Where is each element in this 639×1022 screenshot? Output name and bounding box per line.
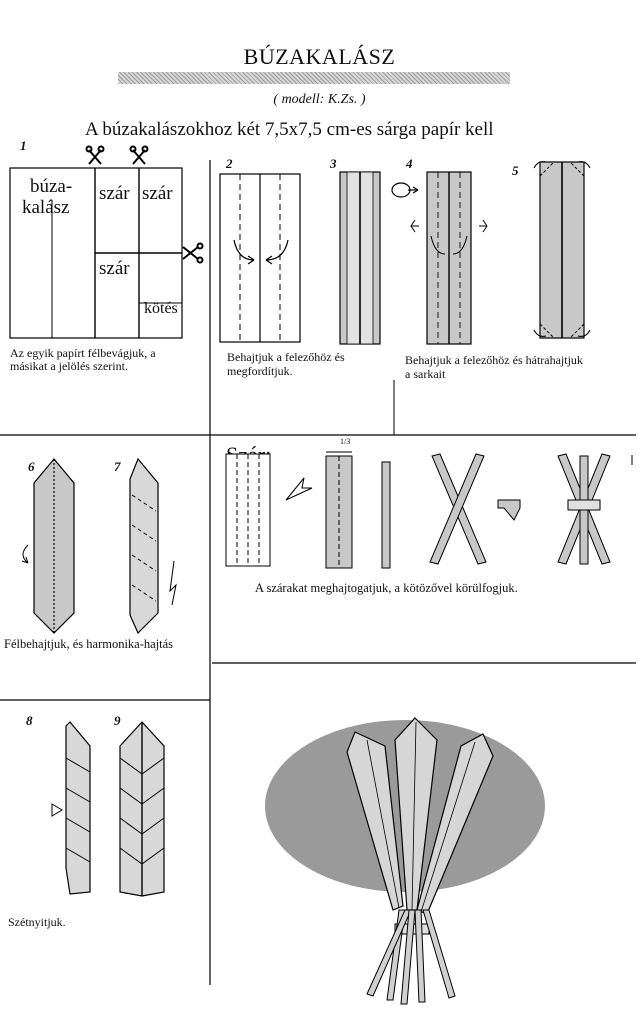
stem-fold-diagram [225, 451, 611, 569]
caption-step-2-line2: megfordítjuk. [227, 364, 293, 378]
step-number-1: 1 [20, 138, 27, 153]
model-credit: ( modell: K.Zs. ) [273, 92, 366, 107]
step-number-9: 9 [114, 713, 121, 728]
caption-step-2-line1: Behajtjuk a felezőhöz és [227, 350, 345, 364]
szar-caption: A szárakat meghajtogatjuk, a kötözővel k… [255, 581, 518, 595]
scissors-icon [129, 145, 149, 165]
step-number-6: 6 [28, 459, 35, 474]
label-kotes: kötés [144, 300, 178, 317]
title-underline-bar [118, 72, 510, 84]
caption-step-4-line2: a sarkait [405, 367, 446, 381]
step-number-3: 3 [330, 156, 337, 171]
caption-step-6: Félbehajtjuk, és harmonika-hajtás [4, 637, 174, 651]
fold-step-2-diagram [219, 173, 301, 343]
scissors-icon [85, 145, 105, 165]
caption-step-8: Szétnyitjuk. [8, 915, 66, 929]
step-number-2: 2 [226, 156, 233, 171]
label-szar-3: szár [99, 258, 130, 279]
step-number-4: 4 [406, 156, 413, 171]
caption-step-4-line1: Behajtjuk a felezőhöz és hátrahajtjuk [405, 353, 583, 367]
fold-step-8-diagram [51, 721, 91, 895]
fold-step-3-diagram [339, 171, 381, 345]
caption-step-1-line2: másikat a jelölés szerint. [10, 359, 128, 373]
fraction-label: 1/3 [340, 437, 351, 446]
cut-diagram [9, 145, 204, 339]
paper-instruction: A búzakalászokhoz két 7,5x7,5 cm-es sárg… [85, 119, 494, 140]
fold-step-6-diagram [21, 458, 75, 634]
caption-step-1-line1: Az egyik papírt félbevágjuk, a [10, 346, 156, 360]
step-number-7: 7 [114, 459, 121, 474]
label-kalasz: kalász [22, 197, 70, 218]
turn-over-icon [391, 182, 419, 198]
fold-step-4-diagram [410, 171, 488, 345]
scissors-icon [182, 242, 204, 264]
label-szar-1: szár [99, 183, 130, 204]
finished-wheat-illustration [265, 717, 545, 1005]
label-szar-2: szár [142, 183, 173, 204]
label-buza: búza- [30, 176, 73, 197]
fold-step-9-diagram [119, 721, 165, 897]
step-number-8: 8 [26, 713, 33, 728]
fold-step-7-diagram [129, 457, 177, 635]
step-number-5: 5 [512, 163, 519, 178]
fold-step-5-diagram [533, 161, 591, 339]
page-title: BÚZAKALÁSZ [243, 44, 396, 69]
